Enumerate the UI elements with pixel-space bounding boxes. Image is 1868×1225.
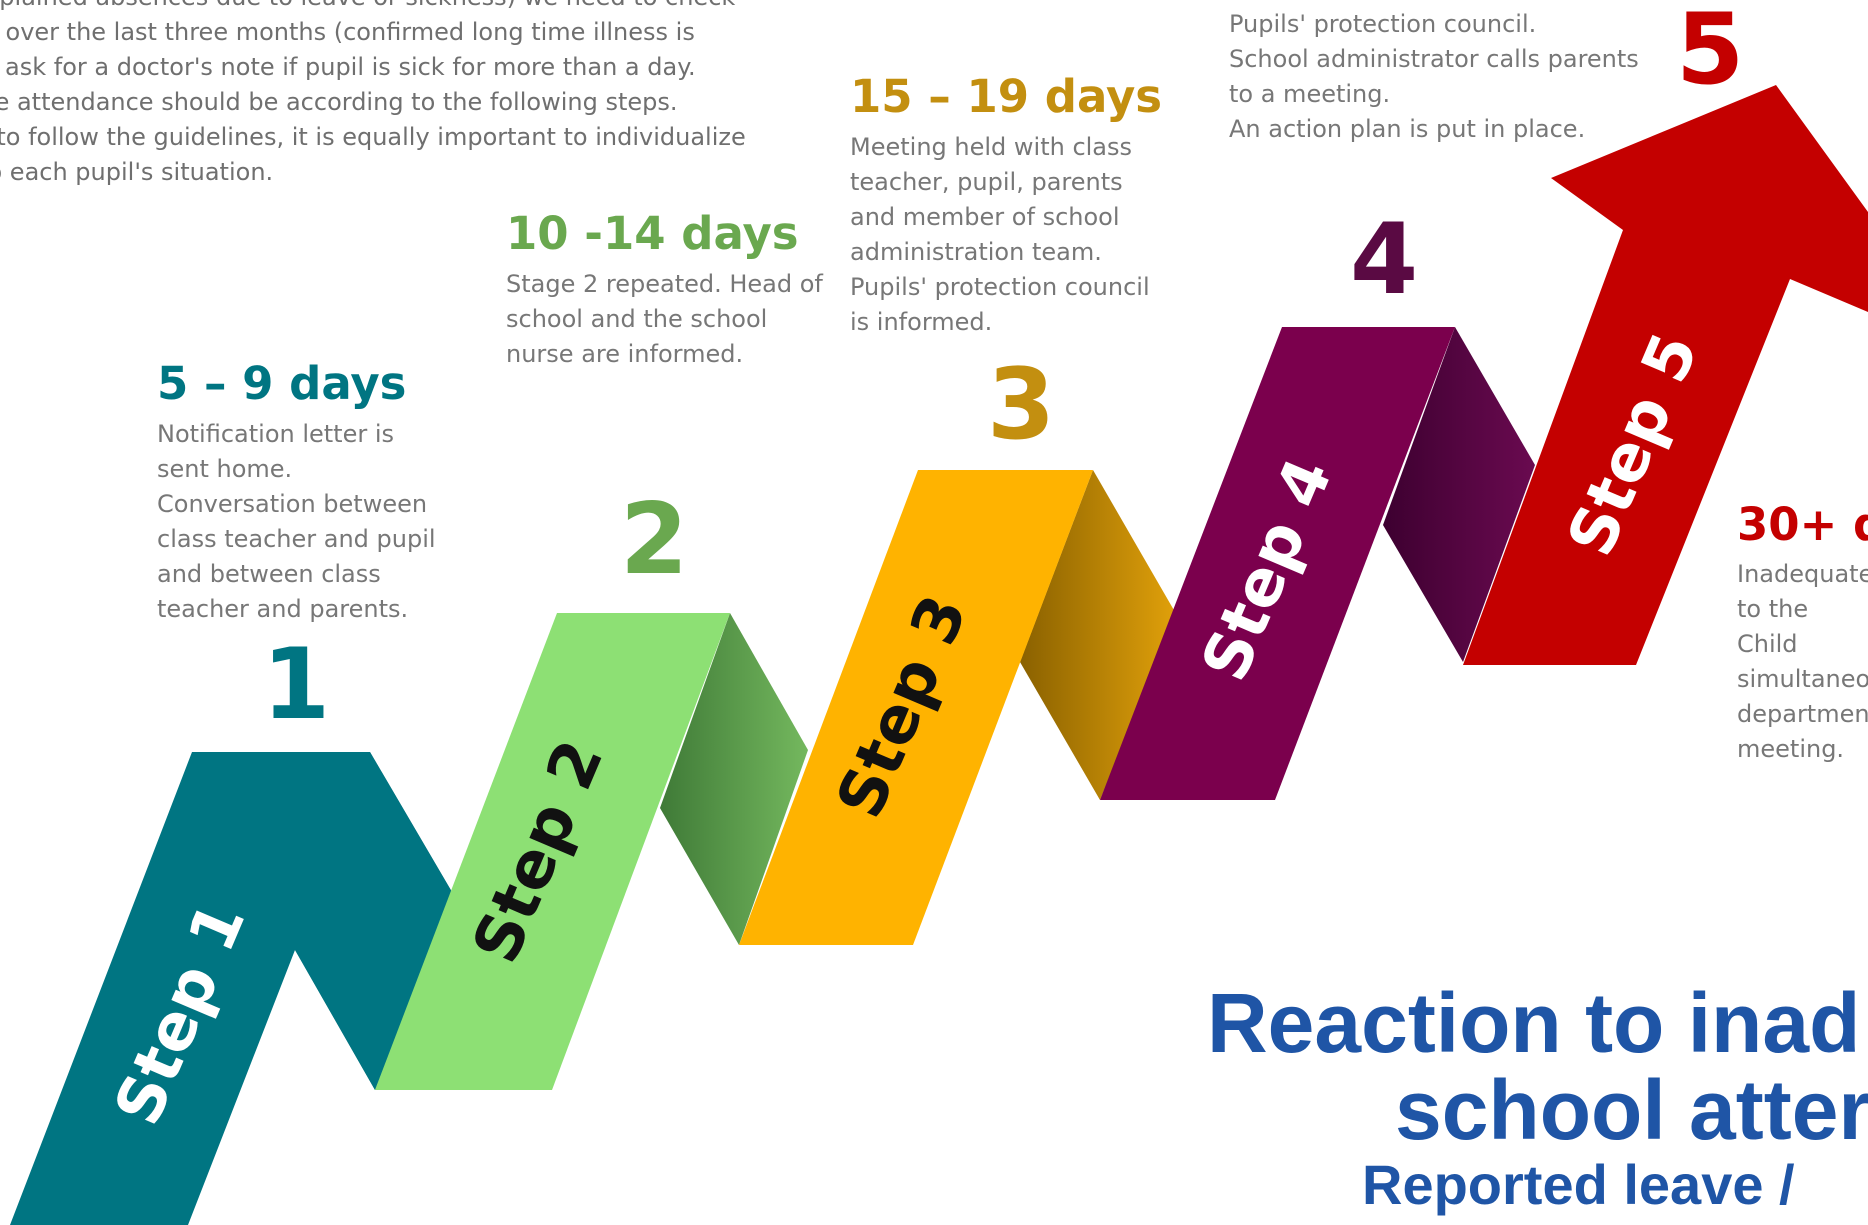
intro-line: of explained absences due to leave or si… <box>0 0 809 15</box>
step-4-description: Pupils' protection council. School admin… <box>1229 7 1639 147</box>
intro-paragraph: of explained absences due to leave or si… <box>0 0 809 190</box>
step-1-desc-line: sent home. <box>157 455 293 483</box>
title-line-2: school atter <box>1395 1063 1868 1157</box>
step-3-number: 3 <box>987 348 1056 462</box>
step-2-description: Stage 2 repeated. Head of school and the… <box>506 267 823 372</box>
step-3-desc-line: administration team. <box>850 238 1102 266</box>
step-3-desc-line: and member of school <box>850 203 1120 231</box>
intro-line: quate attendance should be according to … <box>0 88 678 116</box>
intro-line: ng to each pupil's situation. <box>0 158 274 186</box>
step-2-days-heading: 10 -14 days <box>506 207 799 260</box>
title-line-1: Reaction to inad <box>1207 976 1861 1070</box>
step-5-desc-line: Inadequate <box>1737 560 1868 588</box>
step-4-desc-line: An action plan is put in place. <box>1229 115 1586 143</box>
step-3-days-heading: 15 – 19 days <box>850 70 1163 123</box>
step-4-number: 4 <box>1350 203 1419 317</box>
step-3-desc-line: is informed. <box>850 308 993 336</box>
intro-line: l can ask for a doctor's note if pupil i… <box>0 53 696 81</box>
title-line-3: Reported leave / <box>1362 1153 1795 1216</box>
step-3-desc-line: Meeting held with class <box>850 133 1133 161</box>
step-5-desc-line: to the Child <box>1737 595 1809 658</box>
step-1-desc-line: Conversation between <box>157 490 428 518</box>
step-3-band <box>739 470 1093 945</box>
step-5-number: 5 <box>1676 0 1745 107</box>
step-5-arrow <box>1463 85 1868 665</box>
step-2-desc-line: school and the school <box>506 305 768 333</box>
step-3-fold <box>1020 470 1175 800</box>
step-5-description: Inadequate to the Child simultaneo depar… <box>1737 557 1868 767</box>
step-5-desc-line: simultaneo <box>1737 665 1868 693</box>
step-1-band <box>10 752 452 1225</box>
step-4-fold <box>1383 327 1535 662</box>
step-1-desc-line: and between class <box>157 560 381 588</box>
step-2-number: 2 <box>620 483 689 597</box>
step-4-desc-line: School administrator calls parents <box>1229 45 1639 73</box>
step-4-desc-line: to a meeting. <box>1229 80 1391 108</box>
step-2-desc-line: nurse are informed. <box>506 340 744 368</box>
step-1-desc-line: teacher and parents. <box>157 595 409 623</box>
step-5-desc-line: departmen <box>1737 700 1868 728</box>
step-1-desc-line: class teacher and pupil <box>157 525 436 553</box>
step-3-desc-line: teacher, pupil, parents <box>850 168 1123 196</box>
intro-line: ance over the last three months (confirm… <box>0 18 695 46</box>
step-2-fold <box>660 613 808 945</box>
step-5-desc-line: meeting. <box>1737 735 1845 763</box>
step-1-days-heading: 5 – 9 days <box>157 357 407 410</box>
step-1-description: Notification letter is sent home. Conver… <box>157 417 436 627</box>
step-2-band <box>375 613 730 1090</box>
step-1-desc-line: Notification letter is <box>157 420 395 448</box>
step-5-days-heading: 30+ da <box>1737 498 1868 551</box>
step-3-description: Meeting held with class teacher, pupil, … <box>850 130 1150 340</box>
step-3-desc-line: Pupils' protection council <box>850 273 1150 301</box>
step-2-desc-line: Stage 2 repeated. Head of <box>506 270 823 298</box>
step-4-desc-line: Pupils' protection council. <box>1229 10 1537 38</box>
step-1-number: 1 <box>262 628 331 742</box>
step-4-band <box>1100 327 1455 800</box>
intro-line: tant to follow the guidelines, it is equ… <box>0 123 746 151</box>
